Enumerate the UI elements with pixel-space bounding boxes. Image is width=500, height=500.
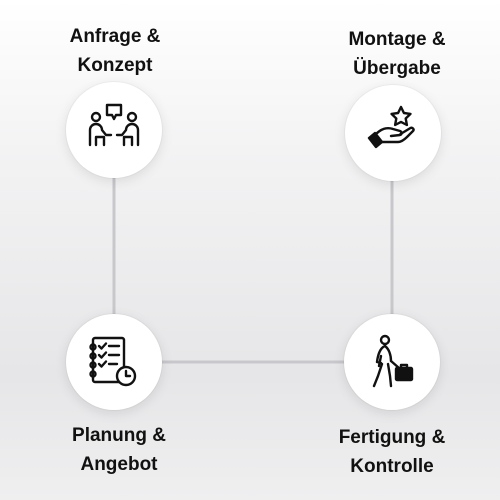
step-label-line2: Konzept [77,55,153,76]
step-label-planung-angebot: Planung & Angebot [29,421,209,479]
step-label-line1: Anfrage & [69,26,161,47]
step-label-fertigung-kontrolle: Fertigung & Kontrolle [302,423,482,481]
checklist-clock-icon [89,336,137,387]
step-label-line1: Montage & [348,29,446,50]
step-node-montage-uebergabe [345,85,441,181]
step-label-line1: Planung & [72,425,166,446]
hand-star-icon [367,105,415,149]
step-label-line2: Kontrolle [350,456,434,477]
step-label-line2: Angebot [80,454,158,475]
step-label-anfrage-konzept: Anfrage & Konzept [25,22,205,80]
step-node-planung-angebot [66,314,162,410]
worker-toolbox-icon [372,334,414,388]
step-node-anfrage-konzept [66,82,162,178]
step-node-fertigung-kontrolle [344,314,440,410]
step-label-line2: Übergabe [353,58,441,79]
step-label-montage-uebergabe: Montage & Übergabe [307,25,487,83]
step-label-line1: Fertigung & [338,427,446,448]
consultation-icon [88,103,140,147]
